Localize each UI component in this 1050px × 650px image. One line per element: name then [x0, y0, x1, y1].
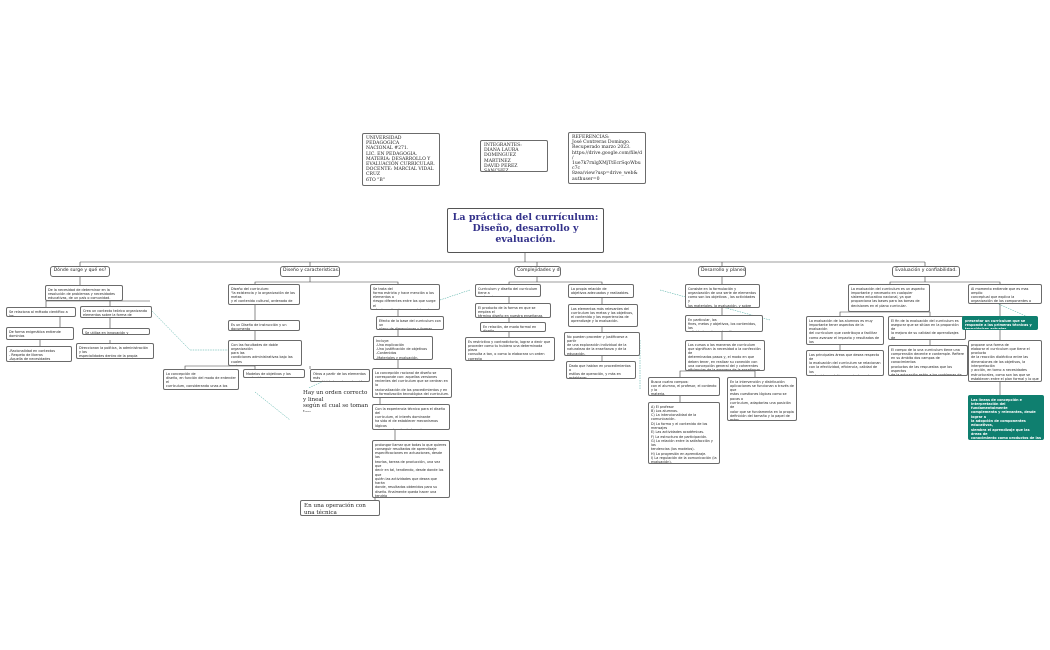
relevant-elements-node: Los elementos más relevantes del currícu… — [568, 304, 638, 327]
base-effect-node: Efecto de la base del curriculum con un … — [376, 316, 444, 330]
section-origin-header[interactable]: Dónde surge y qué es? — [50, 266, 110, 277]
student-evaluation-node: La evaluación de los alumnos es muy impo… — [806, 316, 884, 345]
objectives-model-node[interactable]: Modelos de objetivos y los contenidos — [243, 369, 305, 378]
procedures-node: Dado que hablan en procedimientos o esti… — [566, 361, 636, 379]
innovation-node: Se utiliza en innovación y comercios. — [82, 328, 150, 335]
particular-goals-node: En particular, los fines, metas y objeti… — [685, 315, 763, 332]
rational-conception-node: La concepción racional de diseño se corr… — [372, 368, 452, 398]
origin-need-node: De la necesidad de determinar en la reso… — [45, 285, 123, 301]
teal-techniques-node: presentar un currículum que se responde … — [962, 316, 1038, 330]
activities-elements-node: Otros a partir de los elementos más de a… — [310, 369, 370, 382]
strict-form-node: Se trata del forma estricta y hace menci… — [370, 284, 440, 310]
section-complexity-header[interactable]: Complejidades y dificultades. — [514, 266, 561, 277]
formulation-node: Consiste en la formulación y organizació… — [685, 284, 760, 308]
linear-order-text: Hay un orden correcto y lineal según el … — [300, 388, 372, 412]
restrictive-node: Es restrictivo y contradictorio, lograr … — [465, 337, 555, 361]
section-design-header[interactable]: Diseño y características. — [280, 266, 340, 277]
formal-relation-node: En relación, de modo formal en diseño. — [480, 322, 546, 332]
teal-conception-node: Las líneas de concepción e interpretació… — [968, 395, 1044, 440]
section-evaluation-header[interactable]: Evaluación y confiabilidad. — [892, 266, 960, 277]
design-product-node: El producto de la forma en que se emplea… — [475, 303, 551, 318]
theoretical-context-node: Crea un contexto teórico organizando ele… — [80, 306, 152, 318]
courses-node: Los cursos o las maneras de currículum q… — [685, 340, 765, 371]
intervention-node: En la intervención y distribución aplica… — [727, 377, 797, 421]
university-info-box: UNIVERSIDAD PEDAGOGICA NACIONAL #271. LI… — [362, 133, 440, 186]
curriculum-design-definition-node: Diseño del curriculum: "la existencia y … — [228, 284, 300, 305]
evaluation-importance-node: La evaluación del currículum es un aspec… — [848, 284, 930, 312]
elements-list-node: A) El profesor B) Los alumnos. C) La int… — [648, 402, 720, 464]
members-box: INTEGRANTES: DIANA LAURA DOMINGUEZ MARTI… — [480, 140, 548, 172]
rationality-node: -Racionalidad en contextos - Respeto de … — [6, 346, 72, 362]
main-areas-node: Las principales áreas que desea respecto… — [806, 350, 884, 376]
learning-results-node: prolongar llamar que todas lo que quiere… — [372, 440, 450, 498]
broad-concept-node: Al momento entiende que es mas amplio co… — [968, 284, 1042, 304]
policy-direction-node: Direccionan la política, la administraci… — [76, 343, 154, 359]
section-development-header[interactable]: Desarrollo y planes. — [698, 266, 746, 277]
double-organization-node: Con las facultades de doble organización… — [228, 340, 302, 366]
instruction-design-node: Es un Diseño de instrucción y un documen… — [228, 320, 300, 331]
evaluation-field-node: El campo de la una currículum tiene una … — [888, 345, 968, 376]
dialectical-proposal-node: propone una forma de elaborar el currícu… — [968, 340, 1042, 382]
page-title: La práctica del currículum: Diseño, desa… — [447, 208, 604, 253]
precise-technique-node: En una operación con una técnica precisa — [300, 500, 380, 516]
objectives-relation-node: La propia relación de objetivos adecuado… — [568, 284, 634, 298]
technical-experience-node: Con la experiencia técnico para el diseñ… — [372, 404, 450, 430]
evaluation-purpose-node: El fin de la evaluación del currículum e… — [888, 316, 966, 340]
references-box: REFERENCIAS: José Contreras Domingo. Rec… — [568, 132, 646, 184]
includes-node: Incluye: -Una explicación -Una justifica… — [373, 336, 433, 360]
domains-node: De forma enigmática entiende dominios co… — [6, 327, 74, 340]
justification-node: No pueden proceder y justificarse a part… — [564, 332, 640, 356]
scientific-method-node: Se relaciona al método científico a los … — [6, 307, 76, 317]
four-fields-node: Busca cuatro campos: con el alumno, el p… — [648, 377, 720, 396]
design-conception-node: La concepción de diseño, en función del … — [163, 369, 239, 390]
same-thing-node: Curriculum y diseño del currículum tiene… — [475, 284, 541, 297]
